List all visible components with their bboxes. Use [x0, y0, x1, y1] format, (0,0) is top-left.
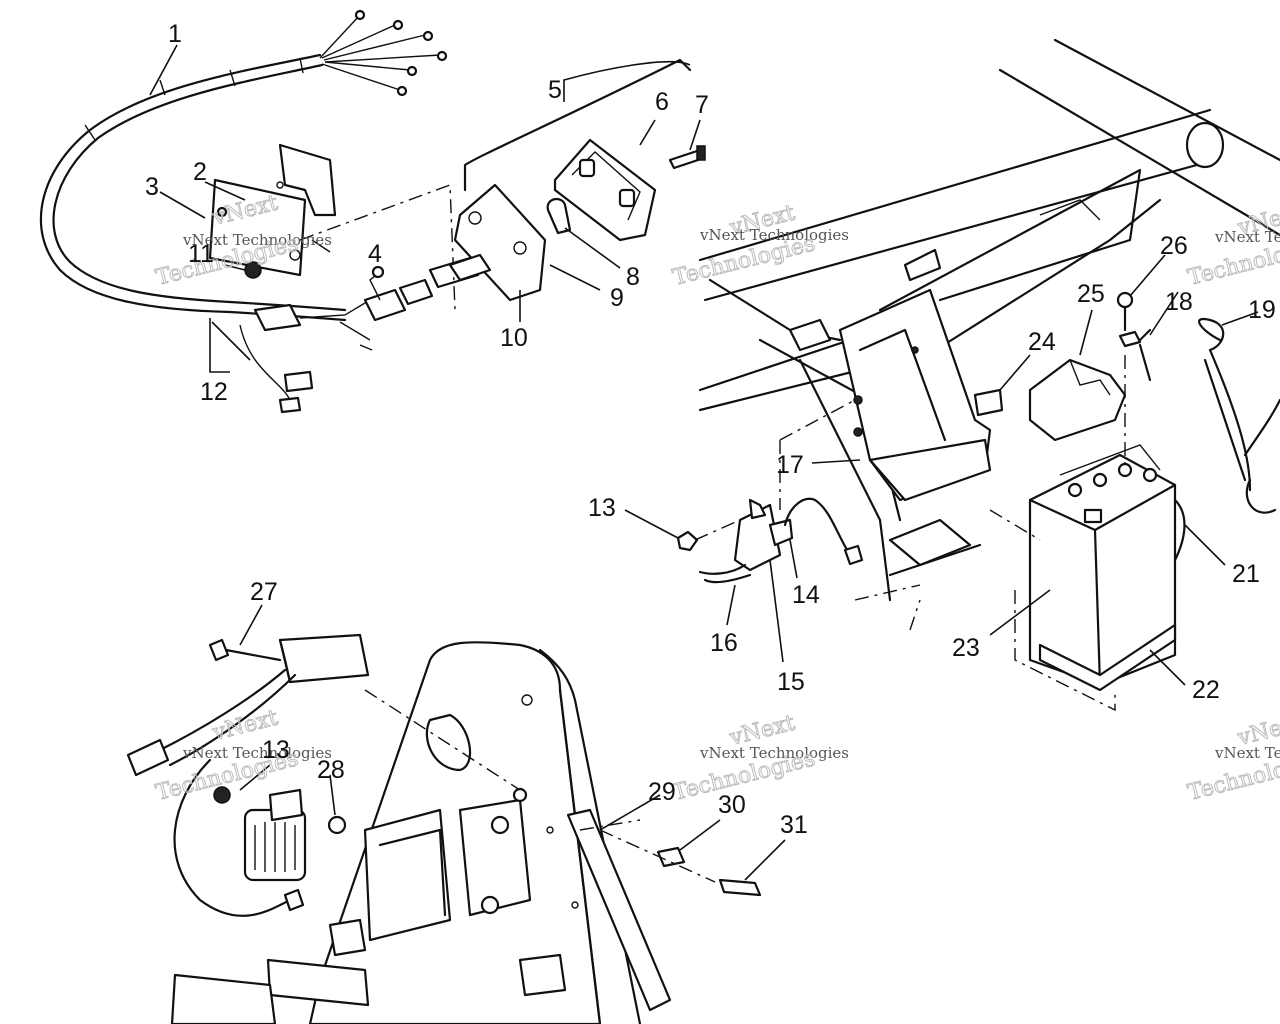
callout-label: 10	[500, 324, 528, 352]
battery	[989, 358, 1186, 712]
watermark-sub: vNext Technologies	[699, 226, 849, 244]
callout-label: 3	[145, 173, 159, 201]
battery-strap	[1116, 291, 1280, 514]
callout-label: 9	[610, 284, 624, 312]
callout-label: 13	[588, 494, 616, 522]
watermark-sub: vNext Technologies	[1214, 744, 1280, 762]
callout-label: 25	[1077, 280, 1105, 308]
lower-assembly	[126, 633, 762, 1024]
frame	[698, 38, 1280, 631]
callout-label: 26	[1160, 232, 1188, 260]
callout-label: 15	[777, 668, 805, 696]
watermark-sub: vNext Technologies	[182, 744, 332, 762]
callout-label: 24	[1028, 328, 1056, 356]
watermark-sub: vNext Technologies	[699, 744, 849, 762]
callout-label: 7	[695, 91, 709, 119]
callout-label: 8	[626, 263, 640, 291]
callout-label: 14	[792, 581, 820, 609]
tail-light	[448, 58, 706, 302]
watermark-sub: vNext Technologies	[1214, 228, 1280, 246]
callout-label: 5	[548, 76, 562, 104]
callout-label: 2	[193, 158, 207, 186]
callout-label: 19	[1248, 296, 1276, 324]
watermark-sub: vNext Technologies	[182, 231, 332, 249]
callout-label: 16	[710, 629, 738, 657]
callout-label: 4	[368, 240, 382, 268]
callout-label: 28	[317, 756, 345, 784]
callout-label: 23	[952, 634, 980, 662]
callout-label: 1	[168, 20, 182, 48]
callout-label: 29	[648, 778, 676, 806]
callout-label: 11	[188, 240, 214, 268]
regulator	[676, 497, 864, 584]
callout-label: 13	[262, 736, 290, 764]
callout-label: 31	[780, 811, 808, 839]
callout-label: 27	[250, 578, 278, 606]
callout-label: 17	[776, 451, 804, 479]
callout-label: 21	[1232, 560, 1260, 588]
leader-lines	[149, 44, 1259, 881]
callout-labels: 1 2 3 4 5 6 7 8 9 10 11 12 13 14 15 16 1…	[145, 20, 1276, 839]
callout-label: 18	[1165, 288, 1193, 316]
callout-label: 6	[655, 88, 669, 116]
callout-label: 12	[200, 378, 228, 406]
callout-label: 22	[1192, 676, 1220, 704]
callout-label: 30	[718, 791, 746, 819]
